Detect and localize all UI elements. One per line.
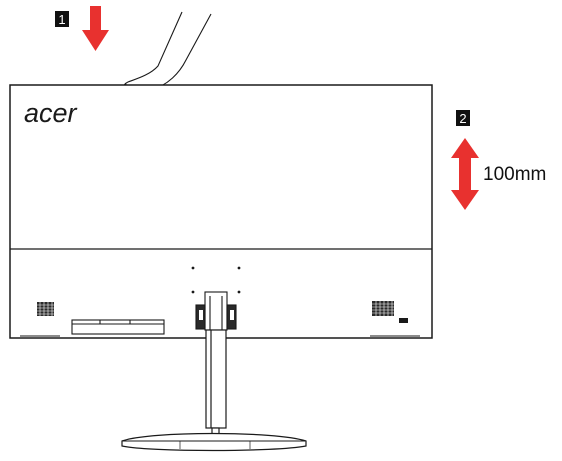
speaker-grille-icon — [372, 301, 394, 316]
brand-logo: acer — [24, 98, 78, 128]
monitor-body — [9, 84, 433, 339]
step-2-badge: 2 — [456, 110, 470, 126]
stand-neck — [205, 329, 227, 439]
height-range-label: 100mm — [483, 164, 546, 185]
speaker-grille-icon — [37, 302, 54, 316]
stand-base — [121, 432, 307, 452]
arrow-down-icon — [82, 6, 109, 51]
double-arrow-vertical-icon — [451, 138, 479, 210]
step-1-number: 1 — [58, 12, 65, 27]
lock-slot-icon — [399, 318, 408, 323]
vesa-mount-holes — [191, 266, 241, 294]
port-panel — [71, 319, 165, 335]
step-1-badge: 1 — [55, 11, 69, 27]
step-2-number: 2 — [459, 111, 466, 126]
